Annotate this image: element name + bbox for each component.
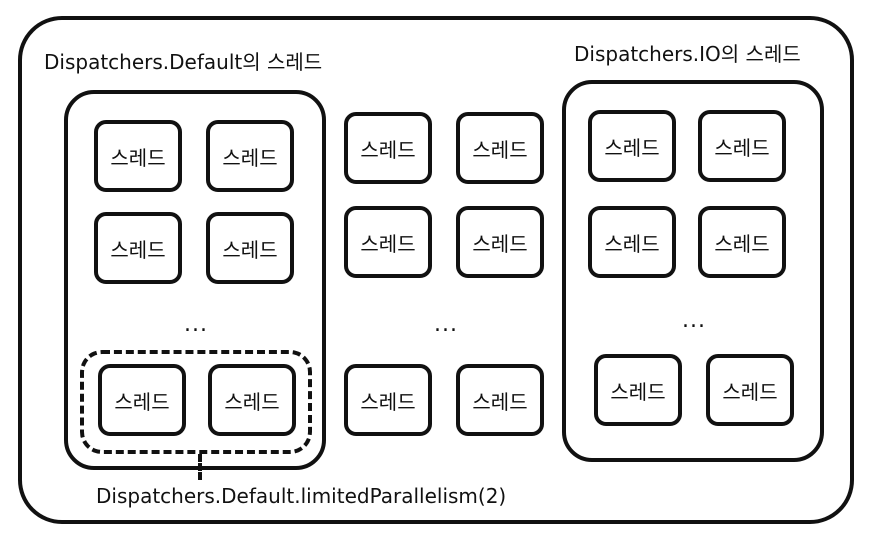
io-ellipsis: ... — [682, 308, 706, 333]
default-thread-group — [64, 90, 326, 470]
io-thread: 스레드 — [588, 206, 676, 278]
io-thread: 스레드 — [706, 354, 794, 426]
limited-thread: 스레드 — [208, 364, 296, 436]
default-thread: 스레드 — [206, 120, 294, 192]
shared-thread: 스레드 — [456, 112, 544, 184]
io-thread: 스레드 — [594, 354, 682, 426]
io-thread: 스레드 — [698, 110, 786, 182]
limited-connector-line — [198, 454, 202, 480]
default-ellipsis: ... — [184, 312, 208, 337]
io-group-title: Dispatchers.IO의 스레드 — [574, 42, 801, 66]
shared-thread: 스레드 — [456, 364, 544, 436]
io-thread-group — [562, 80, 824, 462]
limited-parallelism-group — [80, 350, 312, 454]
shared-ellipsis: ... — [434, 312, 458, 337]
shared-thread: 스레드 — [344, 364, 432, 436]
io-thread: 스레드 — [588, 110, 676, 182]
default-group-title: Dispatchers.Default의 스레드 — [44, 50, 323, 74]
shared-thread: 스레드 — [344, 112, 432, 184]
default-thread: 스레드 — [206, 212, 294, 284]
default-thread: 스레드 — [94, 120, 182, 192]
default-thread: 스레드 — [94, 212, 182, 284]
limited-thread: 스레드 — [98, 364, 186, 436]
limited-parallelism-label: Dispatchers.Default.limitedParallelism(2… — [96, 484, 507, 508]
shared-thread: 스레드 — [344, 206, 432, 278]
io-thread: 스레드 — [698, 206, 786, 278]
shared-thread: 스레드 — [456, 206, 544, 278]
thread-pool-container — [18, 16, 854, 524]
